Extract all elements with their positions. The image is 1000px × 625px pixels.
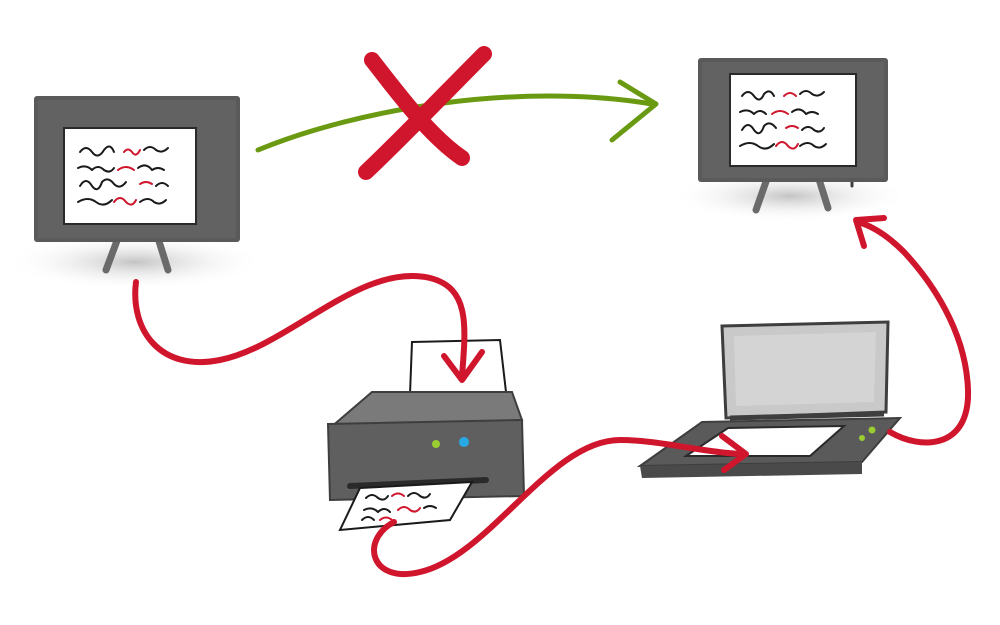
cross-icon (358, 46, 492, 180)
scribbled-text (77, 145, 169, 206)
target-monitor-icon (670, 58, 910, 222)
source-monitor-icon (5, 96, 265, 290)
printer-icon (326, 338, 526, 532)
scanner-icon (636, 320, 903, 478)
scribbled-text (739, 90, 827, 150)
workflow-path (132, 215, 972, 577)
